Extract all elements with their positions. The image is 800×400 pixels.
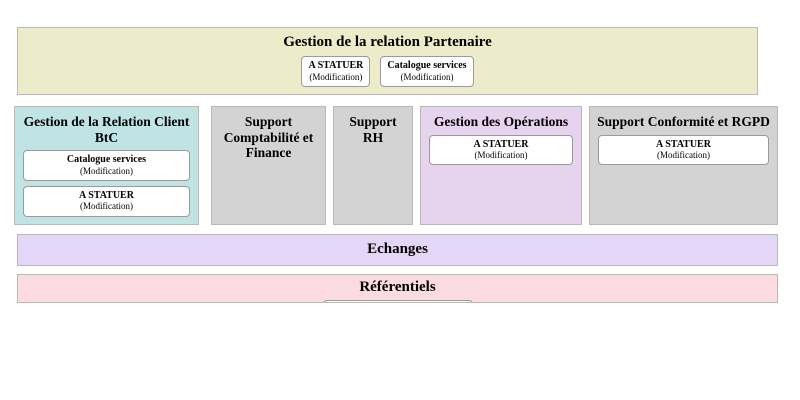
chip-a-statuer-conformite[interactable]: A STATUER (Modification): [598, 134, 769, 166]
block-echanges[interactable]: Echanges: [17, 234, 778, 266]
chip-sublabel: (Modification): [474, 150, 528, 161]
chip-catalogue-services-btc[interactable]: Catalogue services (Modification): [23, 150, 190, 181]
chip-sublabel: (Modification): [309, 71, 363, 82]
block-title-partenaire: Gestion de la relation Partenaire: [283, 34, 492, 50]
chip-sublabel: (Modification): [80, 201, 133, 212]
chip-sublabel: (Modification): [400, 71, 454, 82]
chip-sublabel: (Modification): [80, 165, 133, 176]
chip-stack-btc: Catalogue services (Modification) A STAT…: [15, 150, 198, 217]
chip-a-statuer-btc[interactable]: A STATUER (Modification): [23, 185, 190, 217]
chip-a-statuer-operations[interactable]: A STATUER (Modification): [429, 134, 573, 166]
block-title-comptabilite: Support Comptabilité et Finance: [223, 114, 314, 161]
chip-stack-conformite: A STATUER (Modification): [590, 134, 777, 166]
block-gestion-relation-client-btc[interactable]: Gestion de la Relation Client BtC Catalo…: [14, 106, 199, 225]
block-referentiels[interactable]: Référentiels: [17, 274, 778, 303]
block-support-conformite-rgpd[interactable]: Support Conformité et RGPD A STATUER (Mo…: [589, 106, 778, 225]
chip-stack-operations: A STATUER (Modification): [421, 134, 581, 166]
block-title-echanges: Echanges: [367, 241, 428, 257]
chip-label: Catalogue services: [66, 154, 147, 166]
block-title-rh: Support RH: [349, 114, 397, 145]
block-title-conformite: Support Conformité et RGPD: [597, 114, 770, 129]
block-title-operations: Gestion des Opérations: [433, 114, 569, 129]
chip-label: A STATUER: [308, 60, 364, 72]
block-title-btc: Gestion de la Relation Client BtC: [23, 114, 190, 145]
chip-sublabel: (Modification): [657, 150, 710, 161]
block-title-referentiels: Référentiels: [359, 279, 436, 295]
chip-label: Catalogue services: [387, 60, 467, 72]
block-support-rh[interactable]: Support RH: [333, 106, 413, 225]
chip-row-partenaire: A STATUER (Modification) Catalogue servi…: [18, 56, 757, 88]
chip-referentiels-clipped[interactable]: [322, 300, 473, 302]
chip-catalogue-services-partenaire[interactable]: Catalogue services (Modification): [380, 56, 474, 88]
chip-label: A STATUER: [79, 189, 134, 201]
chip-row-referentiels: [18, 300, 777, 302]
chip-label: A STATUER: [656, 138, 711, 150]
block-support-comptabilite-finance[interactable]: Support Comptabilité et Finance: [211, 106, 326, 225]
block-gestion-relation-partenaire[interactable]: Gestion de la relation Partenaire A STAT…: [17, 27, 758, 95]
chip-label: A STATUER: [473, 138, 529, 150]
block-gestion-operations[interactable]: Gestion des Opérations A STATUER (Modifi…: [420, 106, 582, 225]
chip-a-statuer-partenaire[interactable]: A STATUER (Modification): [301, 56, 371, 88]
